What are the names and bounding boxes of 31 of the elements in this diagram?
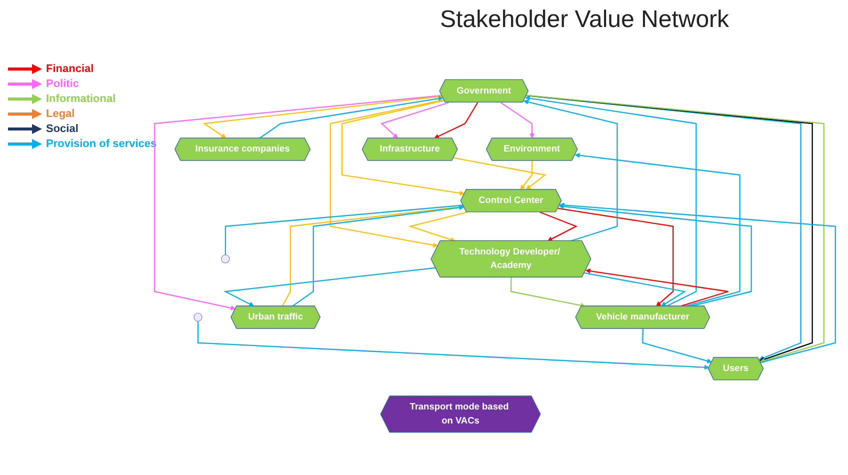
arrow [523,100,618,242]
arrow [154,94,442,310]
arrow [380,102,450,138]
legend-label: Politic [46,78,80,90]
arrow [454,157,546,190]
arrow [500,102,535,138]
arrow [224,267,436,306]
arrow [540,212,578,242]
arrow [202,96,442,138]
arrow [584,272,686,306]
arrow [330,99,444,248]
arrow [558,208,674,306]
arrow [259,96,444,139]
arrow [510,277,586,308]
arrow [574,152,740,307]
arrow [585,268,729,307]
arrow [197,321,710,370]
arrow [520,160,533,190]
legend-label: Financial [46,63,94,75]
arrow [434,102,478,139]
arrow [558,204,752,307]
arrow [559,202,836,364]
legend-label: Informational [46,93,116,105]
arrow [642,328,712,364]
arrow [341,100,465,196]
arrow [525,96,697,307]
connector [224,204,464,255]
legend-label: Legal [46,108,75,120]
diagram-title: Stakeholder Value Network [440,6,730,34]
arrow [408,212,468,242]
legend-label: Social [46,123,78,135]
